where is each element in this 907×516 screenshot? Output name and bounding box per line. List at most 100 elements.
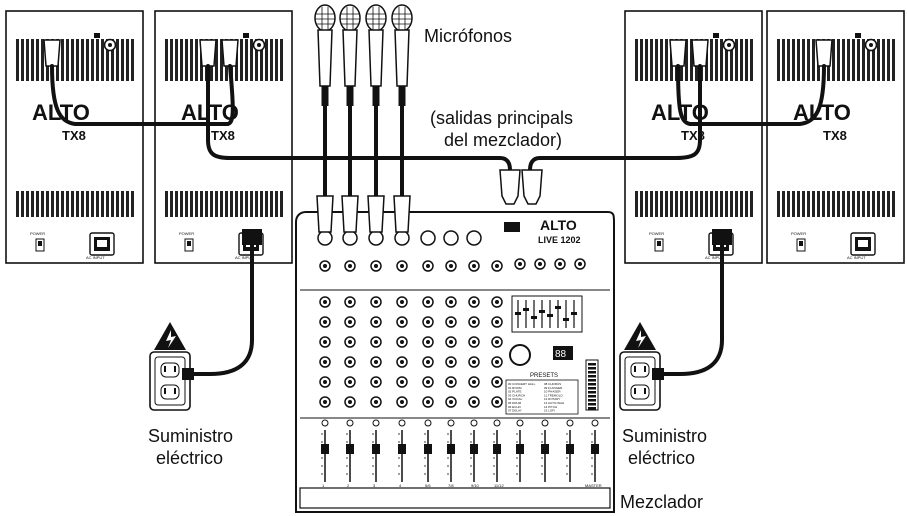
channel-knob <box>445 376 457 388</box>
main-output-plugs <box>499 169 543 205</box>
channel-knob <box>491 376 503 388</box>
microphones-label: Micrófonos <box>424 26 512 46</box>
preset-item: 01 ROOM <box>508 386 522 390</box>
channel-knob <box>396 396 408 408</box>
power-switch-label: POWER <box>30 231 45 236</box>
channel-knob <box>422 356 434 368</box>
speaker-left-outer: ALTO TX8 POWER AC INPUT <box>5 10 144 264</box>
channel-knob <box>422 260 434 272</box>
fader-cap <box>346 444 354 454</box>
channel-knob <box>491 260 503 272</box>
main-outputs-label-line1: (salidas principals <box>430 108 573 128</box>
preset-item: 08 CHORUS <box>544 382 561 386</box>
speaker-right-outer: ALTO TX8 POWER AC INPUT <box>766 10 905 264</box>
mixer-brand-logo: ALTO <box>540 217 577 233</box>
microphones <box>314 4 413 107</box>
main-outputs-label-line2: del mezclador) <box>444 130 562 150</box>
preset-item: 02 PLATE <box>508 390 521 394</box>
channel-knob <box>422 316 434 328</box>
fader-cap <box>447 444 455 454</box>
mute-button <box>566 419 574 427</box>
channel-knob <box>370 260 382 272</box>
channel-knob <box>370 316 382 328</box>
channel-knob <box>422 396 434 408</box>
channel-knob <box>344 316 356 328</box>
fader-label: 3 <box>373 483 376 488</box>
mixer-label: Mezclador <box>620 492 703 512</box>
microphone-icon <box>314 4 336 107</box>
preset-item: 05 DRUM <box>508 401 522 405</box>
fader-cap <box>470 444 478 454</box>
power-switch-label: POWER <box>179 231 194 236</box>
channel-faders <box>321 419 599 482</box>
microphone-icon <box>339 4 361 107</box>
fader-cap <box>541 444 549 454</box>
channel-knob <box>491 316 503 328</box>
channel-knob <box>344 260 356 272</box>
speaker-model-label: TX8 <box>211 128 235 143</box>
master-knob <box>534 258 546 270</box>
channel-knob <box>370 376 382 388</box>
channel-knob <box>396 336 408 348</box>
channel-knob <box>319 260 331 272</box>
channel-knob <box>344 296 356 308</box>
channel-knob <box>344 336 356 348</box>
preset-item: 03 CHURCH <box>508 393 525 397</box>
power-supply-right-label-line2: eléctrico <box>628 448 695 468</box>
channel-knob <box>319 336 331 348</box>
fader-label: 7/8 <box>448 483 454 488</box>
channel-knob <box>370 396 382 408</box>
mute-button <box>470 419 478 427</box>
channel-knob <box>396 356 408 368</box>
preset-item: 09 FLANGER <box>544 386 563 390</box>
audio-cables <box>50 64 826 198</box>
effects-display-value: 88 <box>555 349 567 360</box>
fader-cap <box>398 444 406 454</box>
channel-knob <box>396 316 408 328</box>
master-knob <box>514 258 526 270</box>
channel-knob <box>468 376 480 388</box>
channel-knob <box>491 296 503 308</box>
fader-cap <box>321 444 329 454</box>
channel-knob <box>370 336 382 348</box>
fader-label: 9/10 <box>471 483 480 488</box>
channel-knob <box>370 296 382 308</box>
master-knob <box>574 258 586 270</box>
channel-knob <box>491 356 503 368</box>
preset-item: 12 ROTARY <box>544 397 560 401</box>
channel-knob <box>319 396 331 408</box>
channel-knob <box>468 396 480 408</box>
fader-cap <box>591 444 599 454</box>
mute-button <box>321 419 329 427</box>
fader-cap <box>566 444 574 454</box>
mute-button <box>346 419 354 427</box>
channel-knob <box>319 376 331 388</box>
channel-knob <box>370 356 382 368</box>
mixer: ALTO LIVE 1202 <box>295 195 615 513</box>
fader-label: 11/12 <box>494 483 504 488</box>
channel-knob <box>445 296 457 308</box>
mute-button <box>447 419 455 427</box>
channel-knob <box>422 296 434 308</box>
preset-item: 07 DELAY <box>508 409 522 413</box>
preset-item: 13 AUTO-WAH <box>544 401 564 405</box>
mixer-model-label: LIVE 1202 <box>538 235 581 245</box>
channel-knob <box>468 316 480 328</box>
channel-knob <box>344 396 356 408</box>
channel-knob <box>396 260 408 272</box>
fader-cap <box>493 444 501 454</box>
channel-knob <box>319 296 331 308</box>
power-switch-label: POWER <box>649 231 664 236</box>
effects-display <box>553 346 573 360</box>
preset-item: 00 CONCERT HALL <box>508 382 536 386</box>
channel-knob <box>422 376 434 388</box>
channel-knob <box>445 356 457 368</box>
speaker-model-label: TX8 <box>62 128 86 143</box>
fader-label: 1 <box>322 483 325 488</box>
channel-knob <box>445 336 457 348</box>
mute-button <box>398 419 406 427</box>
channel-knob <box>468 260 480 272</box>
